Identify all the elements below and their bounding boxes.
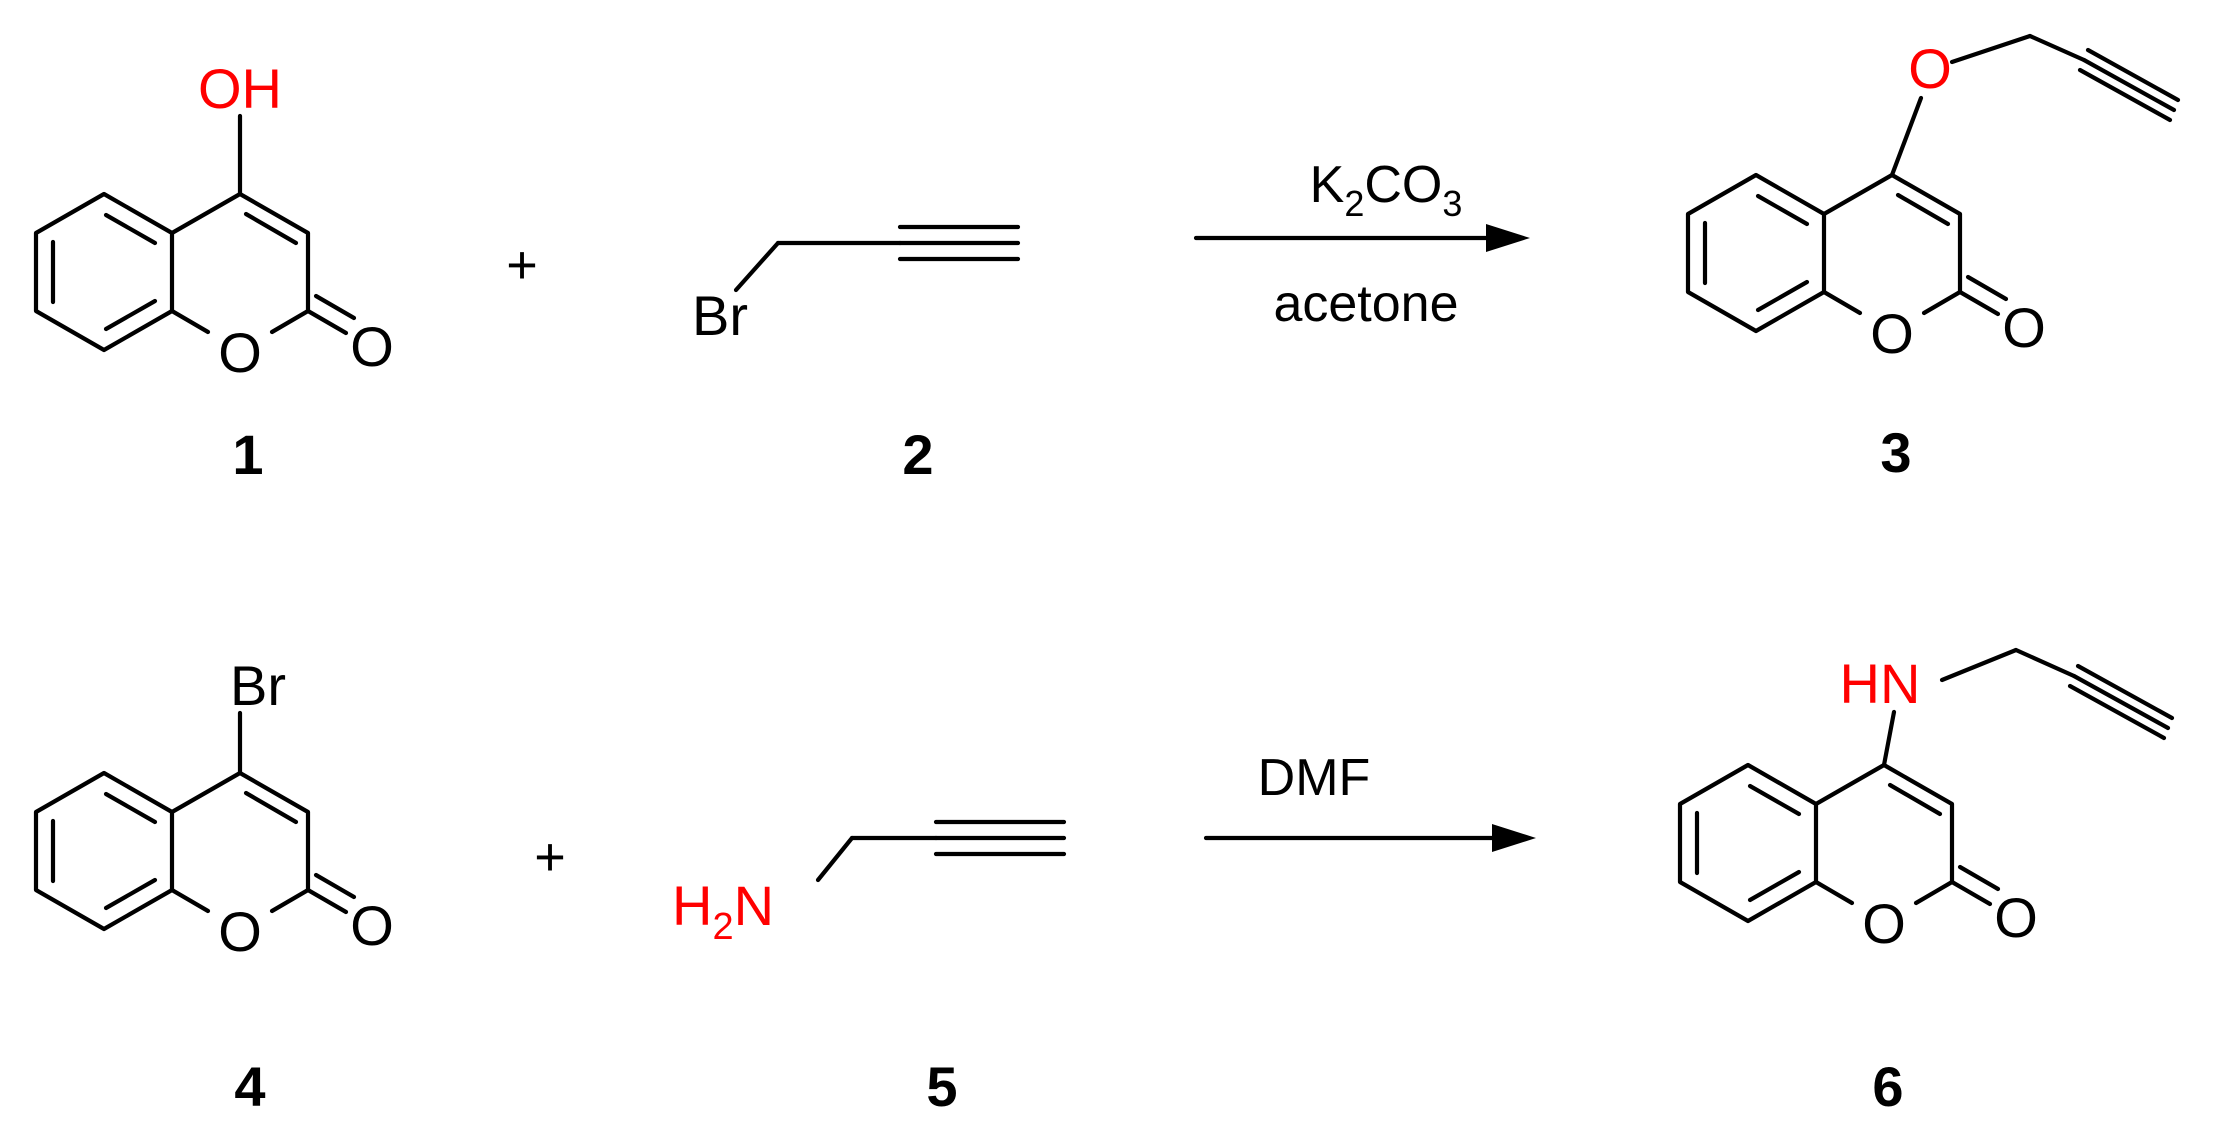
compound-3-o-ch2-bond xyxy=(1949,33,2033,65)
compound-6-structure: HN O O xyxy=(1677,647,2175,955)
compound-2-triple-bond xyxy=(897,224,1021,262)
compound-4-benzene-ring xyxy=(33,770,175,932)
compound-5-triple-bond xyxy=(933,819,1067,857)
plus-sign: + xyxy=(506,235,538,295)
compound-6-ring-oxygen-label: O xyxy=(1862,892,1906,955)
compound-1-structure: OH O O xyxy=(33,57,394,384)
compound-1-double-bond xyxy=(243,211,299,246)
compound-6-c-n-bond xyxy=(1881,709,1897,768)
compound-3-number: 3 xyxy=(1880,421,1911,484)
compound-6-ch2-bond xyxy=(2013,647,2077,679)
compound-6-double-bond xyxy=(1747,869,1802,903)
compound-6-number: 6 xyxy=(1872,1055,1903,1118)
compound-6-amine-label: HN xyxy=(1840,652,1921,715)
reaction-arrow-1 xyxy=(1193,224,1530,252)
compound-1-double-bond xyxy=(103,298,158,332)
plus-sign: + xyxy=(534,827,566,887)
reagent-label: K2CO3 xyxy=(1310,156,1463,224)
compound-2-bromine-label: Br xyxy=(692,284,748,347)
compound-5-c-n-bond xyxy=(815,835,855,883)
compound-6-triple-bond xyxy=(2067,663,2175,741)
compound-4-double-bond xyxy=(103,877,158,911)
solvent-label-acetone: acetone xyxy=(1273,275,1458,333)
arrow-1-head xyxy=(1486,224,1530,252)
compound-2-structure: Br xyxy=(692,224,1021,347)
compound-4-carbonyl-oxygen-label: O xyxy=(350,894,394,957)
compound-3-pyrone-ring xyxy=(1821,172,1963,316)
compound-3-benzene-ring xyxy=(1685,172,1827,334)
compound-4-structure: Br O O xyxy=(33,654,394,963)
compound-3-ring-oxygen-label: O xyxy=(1870,302,1914,365)
compound-6-double-bond xyxy=(1887,782,1943,817)
solvent-label-dmf: DMF xyxy=(1258,749,1371,807)
compound-5-amine-label: H2N xyxy=(672,874,774,948)
compound-4-pyrone-ring xyxy=(169,770,311,914)
compound-1-double-bond xyxy=(103,212,158,246)
compound-1-hydroxyl-label: OH xyxy=(198,57,282,120)
compound-1-benzene-ring xyxy=(33,191,175,353)
compound-3-ether-oxygen-label: O xyxy=(1908,37,1952,100)
compound-6-n-ch2-bond xyxy=(1939,647,2019,683)
reaction-arrow-2 xyxy=(1203,824,1536,852)
compound-1-number: 1 xyxy=(232,423,263,486)
compound-3-triple-bond xyxy=(2077,47,2181,123)
compound-6-benzene-ring xyxy=(1677,762,1819,924)
compound-4-number: 4 xyxy=(234,1055,265,1118)
compound-3-structure: O O O xyxy=(1685,33,2181,365)
compound-5-structure: H2N xyxy=(672,819,1067,948)
compound-6-carbonyl-bond xyxy=(1949,864,2001,907)
compound-4-double-bond xyxy=(243,790,299,825)
compound-5-number: 5 xyxy=(926,1055,957,1118)
compound-3-c-o-bond xyxy=(1889,95,1924,178)
compound-2-number: 2 xyxy=(902,423,933,486)
compound-1-carbonyl-oxygen-label: O xyxy=(350,315,394,378)
compound-2-c-br-bond xyxy=(733,240,781,293)
compound-3-double-bond xyxy=(1755,279,1810,313)
compound-1-carbonyl-bond xyxy=(305,293,357,336)
compound-3-carbonyl-bond xyxy=(1957,274,2009,317)
compound-3-double-bond xyxy=(1755,193,1810,227)
compound-1-pyrone-ring xyxy=(169,191,311,335)
compound-4-carbonyl-bond xyxy=(305,872,357,915)
compound-1-ring-oxygen-label: O xyxy=(218,321,262,384)
compound-4-bromine-label: Br xyxy=(230,654,286,717)
compound-3-ch2-bond xyxy=(2027,33,2087,63)
compound-6-carbonyl-oxygen-label: O xyxy=(1994,886,2038,949)
compound-3-double-bond xyxy=(1895,192,1951,227)
compound-4-ring-oxygen-label: O xyxy=(218,900,262,963)
compound-4-double-bond xyxy=(103,791,158,825)
compound-6-pyrone-ring xyxy=(1813,762,1955,906)
arrow-2-head xyxy=(1492,824,1536,852)
compound-3-carbonyl-oxygen-label: O xyxy=(2002,296,2046,359)
compound-6-double-bond xyxy=(1747,783,1802,817)
